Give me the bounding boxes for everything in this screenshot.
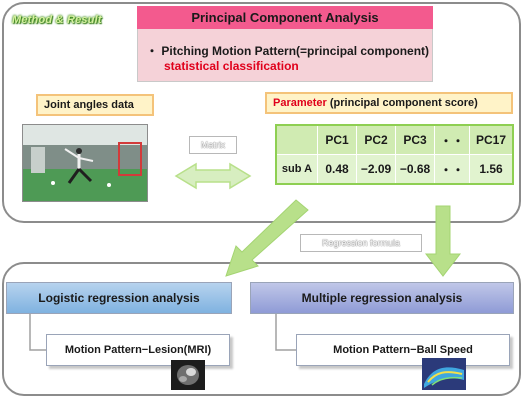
mri-scan-icon [171,360,205,390]
table-header-cell: PC1 [317,124,357,155]
parameter-label-main: Parameter [273,97,327,109]
table-cell: −2.09 [356,154,396,185]
logistic-connector [29,314,46,351]
joint-angles-label: Joint angles data [36,94,154,116]
section-label: Method & Result [12,14,102,26]
arrow-to-multiple-icon [424,205,462,277]
pitcher-photo [22,124,148,202]
table-cell: 1.56 [469,154,514,185]
pitcher-photo-image [23,125,147,201]
table-header-cell [275,124,318,155]
score-table: PC1 PC2 PC3 ・・ PC17 sub A 0.48 −2.09 −0.… [275,124,514,185]
regression-formula-label: Regression formula [300,234,422,252]
pca-description: ・ Pitching Motion Pattern(=principal com… [146,42,429,59]
table-header-row: PC1 PC2 PC3 ・・ PC17 [275,124,514,155]
multiple-connector [275,314,296,351]
table-cell: ・・ [434,154,470,185]
logistic-regression-box: Logistic regression analysis [6,282,232,314]
table-header-cell: PC3 [395,124,435,155]
pca-line-1: Pitching Motion Pattern(=principal compo… [161,44,430,58]
lesion-outcome-box: Motion Pattern−Lesion(MRI) [46,334,230,366]
pca-line-2: statistical classification [164,59,299,73]
parameter-label-sub: (principal component score) [329,97,478,109]
table-cell: sub A [275,154,318,185]
ball-speed-chart-icon [422,358,466,390]
table-header-cell: ・・ [434,124,470,155]
bidirectional-arrow-icon [174,162,252,190]
table-cell: 0.48 [317,154,357,185]
parameter-label: Parameter (principal component score) [265,92,513,114]
ball-speed-outcome-box: Motion Pattern−Ball Speed [296,334,510,366]
table-row: sub A 0.48 −2.09 −0.68 ・・ 1.56 [275,154,514,185]
table-header-cell: PC2 [356,124,396,155]
table-cell: −0.68 [395,154,435,185]
multiple-regression-box: Multiple regression analysis [250,282,514,314]
arrow-to-logistic-icon [225,199,309,277]
bullet: ・ [146,44,159,58]
pca-title: Principal Component Analysis [137,6,433,29]
table-header-cell: PC17 [469,124,514,155]
matrix-label: Matrix [189,136,237,154]
